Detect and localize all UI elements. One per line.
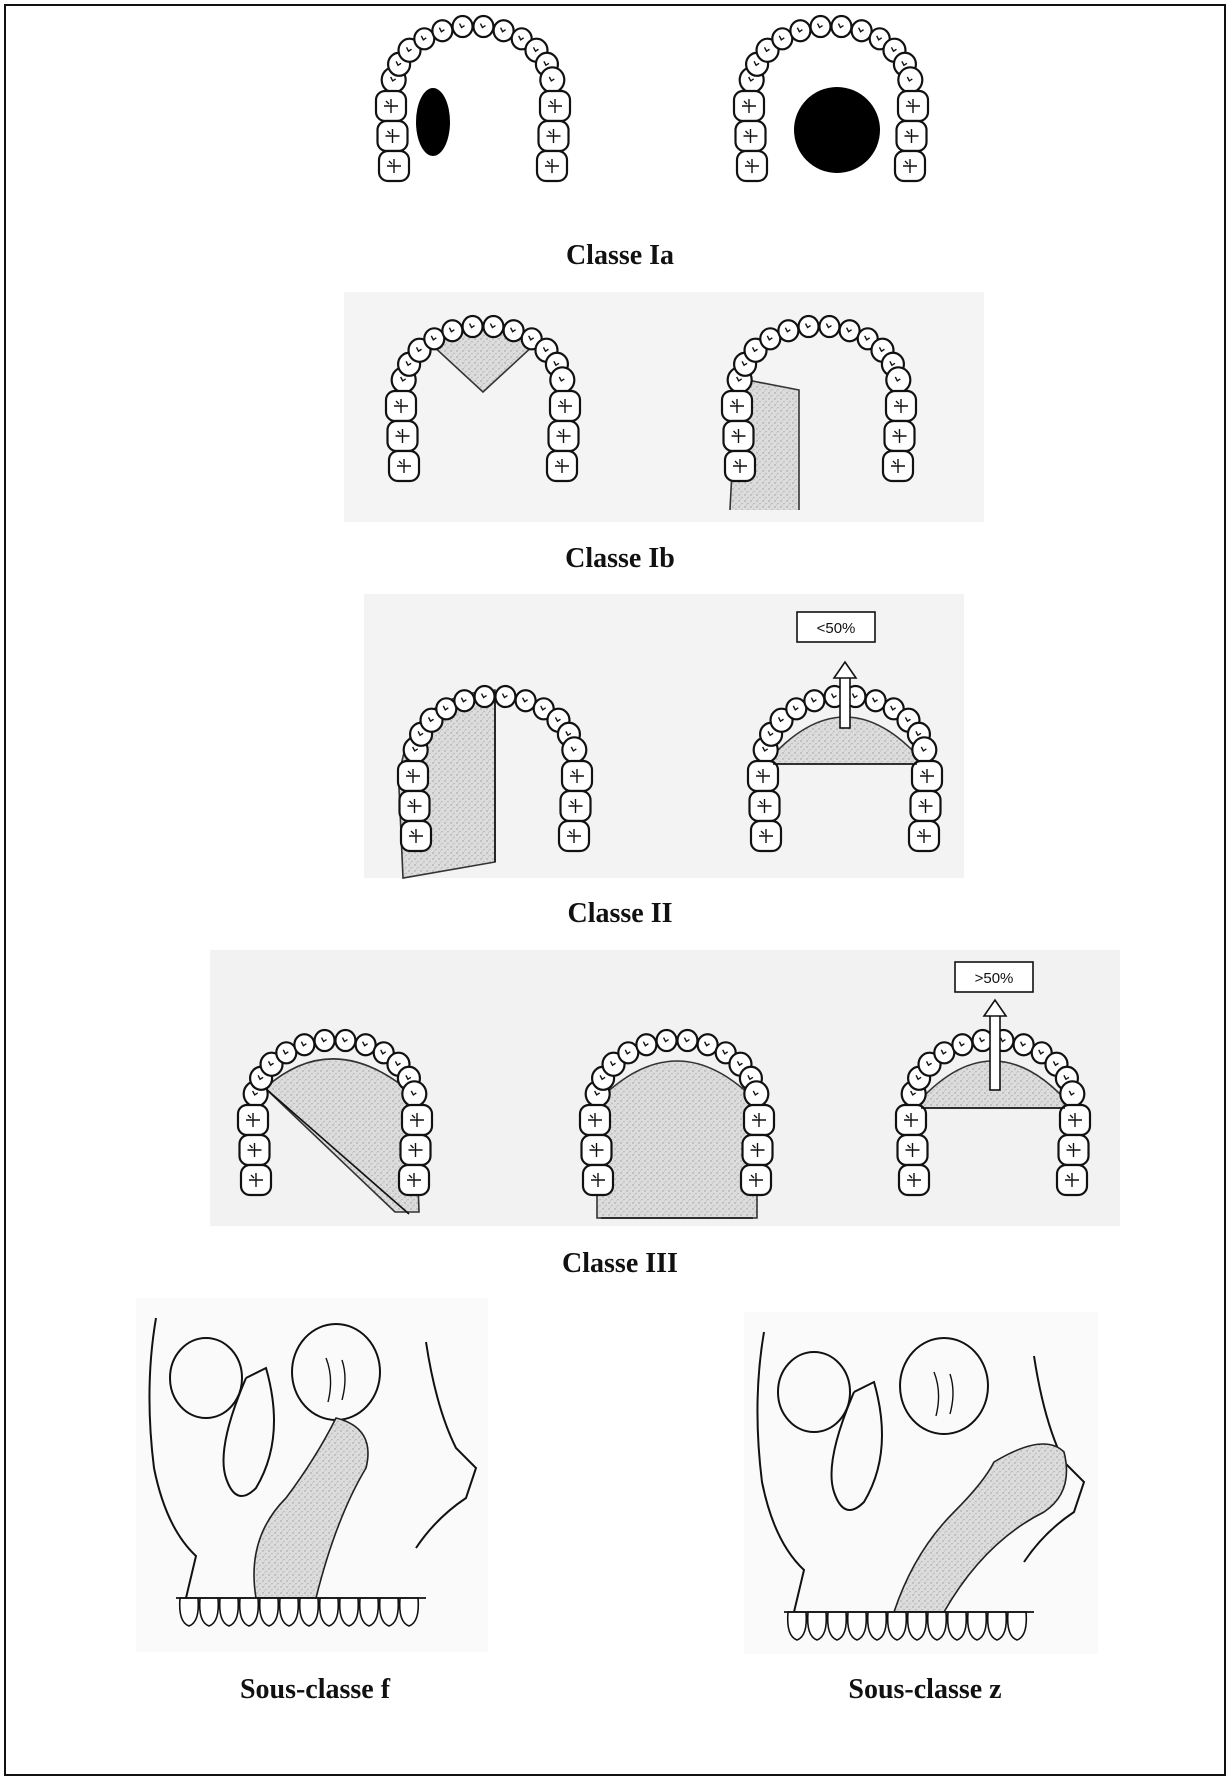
- classe-iii-arch-3: >50%: [876, 960, 1114, 1224]
- dental-arch: [386, 316, 580, 481]
- upper-teeth: [180, 1598, 419, 1626]
- tooth: [400, 1598, 419, 1626]
- tooth: [180, 1598, 199, 1626]
- tooth: [828, 1612, 847, 1640]
- sous-classe-z-skull: [744, 1312, 1098, 1654]
- orbit-left: [170, 1338, 242, 1418]
- classe-ib-right-arch: [714, 314, 924, 510]
- dental-arch: [376, 16, 570, 181]
- defect-hole: [794, 87, 880, 173]
- classe-iii-arch-2: [560, 1028, 798, 1224]
- dental-arch: [580, 1030, 774, 1218]
- caption-classe-ib: Classe Ib: [520, 543, 720, 575]
- tooth: [300, 1598, 319, 1626]
- percentage-label: <50%: [797, 612, 875, 642]
- tooth: [320, 1598, 339, 1626]
- percentage-label: >50%: [955, 962, 1033, 992]
- tooth: [848, 1612, 867, 1640]
- defect-area: [265, 1059, 419, 1212]
- tooth: [260, 1598, 279, 1626]
- upper-teeth: [788, 1612, 1027, 1640]
- tooth: [220, 1598, 239, 1626]
- tooth: [788, 1612, 807, 1640]
- orbit-hatching: [934, 1372, 953, 1416]
- tooth: [908, 1612, 927, 1640]
- orbit-hatching: [326, 1358, 345, 1402]
- tooth: [280, 1598, 299, 1626]
- percentage-text: >50%: [975, 970, 1014, 987]
- tooth: [968, 1612, 987, 1640]
- tooth: [988, 1612, 1007, 1640]
- orbit-left: [778, 1352, 850, 1432]
- tooth: [340, 1598, 359, 1626]
- sous-classe-f-skull: [136, 1298, 488, 1652]
- tooth: [808, 1612, 827, 1640]
- defect-hole: [416, 88, 450, 156]
- caption-classe-ii: Classe II: [520, 898, 720, 930]
- tooth: [380, 1598, 399, 1626]
- cheek-contour: [416, 1342, 476, 1548]
- classe-ib-left-arch: [378, 314, 588, 510]
- classe-ii-right-arch: <50%: [728, 608, 958, 880]
- tooth: [360, 1598, 379, 1626]
- nasal-bone: [224, 1368, 275, 1496]
- orbit-right: [292, 1324, 380, 1420]
- caption-classe-ia: Classe Ia: [520, 240, 720, 272]
- dental-arch: [722, 316, 916, 510]
- orbit-right: [900, 1338, 988, 1434]
- defect-area: [597, 1061, 757, 1218]
- dental-arch: [238, 1030, 432, 1212]
- tooth: [948, 1612, 967, 1640]
- classe-ia-right-arch: [726, 14, 936, 210]
- caption-sous-classe-z: Sous-classe z: [810, 1674, 1040, 1706]
- caption-classe-iii: Classe III: [520, 1248, 720, 1280]
- tooth: [888, 1612, 907, 1640]
- classe-ii-left-arch: [378, 684, 608, 880]
- classe-iii-arch-1: [218, 1028, 456, 1224]
- tooth: [200, 1598, 219, 1626]
- caption-sous-classe-f: Sous-classe f: [200, 1674, 430, 1706]
- tooth: [1008, 1612, 1027, 1640]
- tooth: [868, 1612, 887, 1640]
- defect-area: [894, 1444, 1067, 1612]
- nasal-bone: [832, 1382, 883, 1510]
- tooth: [928, 1612, 947, 1640]
- tooth: [240, 1598, 259, 1626]
- classe-ia-left-arch: [368, 14, 578, 210]
- percentage-text: <50%: [817, 620, 856, 637]
